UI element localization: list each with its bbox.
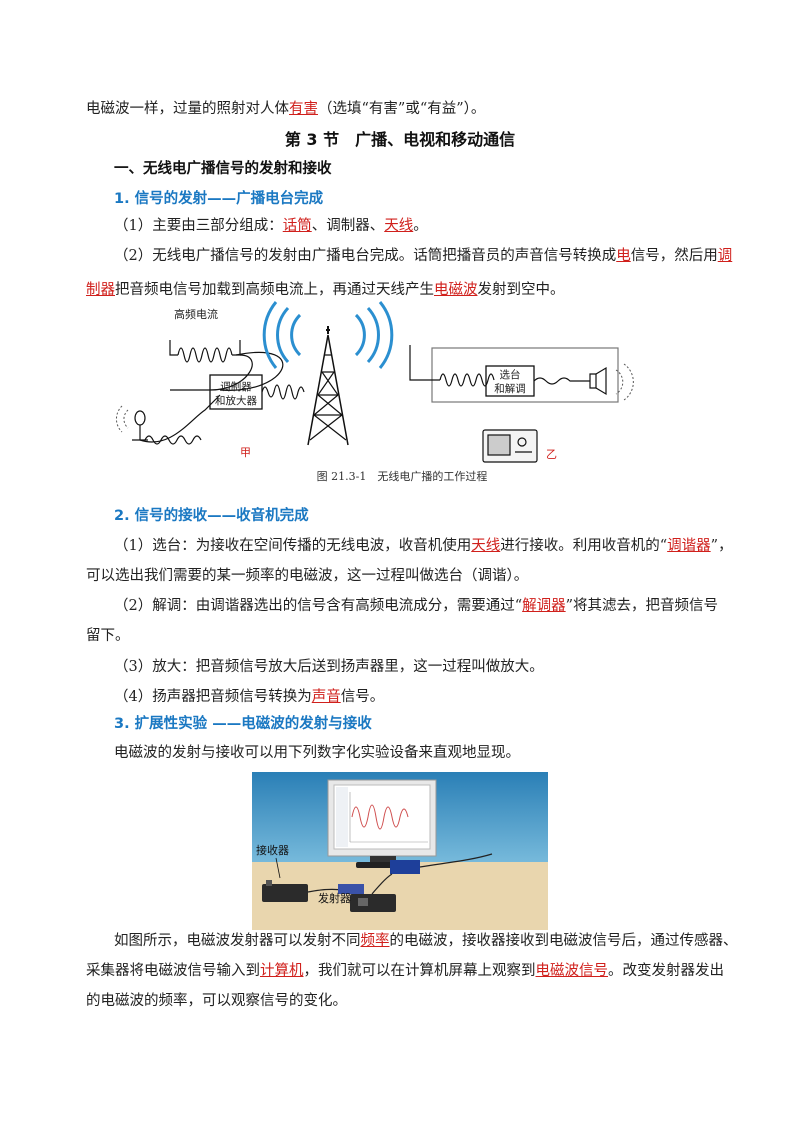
paragraph-amplify: （3）放大：把音频信号放大后送到扬声器里，这一过程叫做放大。: [114, 659, 544, 675]
label-selector-1: 选台: [500, 368, 521, 381]
label-modulator-2: 和放大器: [215, 394, 257, 407]
answer-blank: 计算机: [260, 963, 304, 979]
paragraph-demod-2: 留下。: [86, 628, 130, 644]
paragraph-observe-2: 采集器将电磁波信号输入到计算机，我们就可以在计算机屏幕上观察到电磁波信号。改变发…: [86, 963, 724, 979]
answer-blank: 调: [717, 248, 733, 264]
paragraph-components: （1）主要由三部分组成：话筒、调制器、天线。: [114, 218, 428, 234]
heading-receive: 2. 信号的接收——收音机完成: [114, 508, 309, 524]
section-title: 第 3 节 广播、电视和移动通信: [284, 130, 516, 149]
answer-blank: 调谐器: [667, 538, 711, 554]
paragraph-observe-1: 如图所示，电磁波发射器可以发射不同频率的电磁波，接收器接收到电磁波信号后，通过传…: [114, 933, 738, 949]
label-receiver: 接收器: [256, 843, 289, 857]
answer-blank: 电磁波信号: [535, 963, 609, 979]
paragraph-tuning-2: 可以选出我们需要的某一频率的电磁波，这一过程叫做选台（调谐）。: [86, 568, 529, 584]
label-selector-2: 和解调: [494, 382, 526, 395]
answer-blank: 天线: [471, 538, 501, 554]
answer-blank: 频率: [360, 933, 390, 949]
answer-blank: 声音: [311, 689, 341, 705]
answer-blank: 天线: [384, 218, 414, 234]
label-yi: 乙: [546, 448, 557, 461]
paragraph-speaker: （4）扬声器把音频信号转换为声音信号。: [114, 689, 385, 705]
answer-blank: 电: [616, 248, 631, 264]
answer-blank: 电磁波: [434, 282, 478, 298]
heading-broadcast: 一、无线电广播信号的发射和接收: [114, 161, 332, 177]
paragraph-transmit-1: （2）无线电广播信号的发射由广播电台完成。话筒把播音员的声音信号转换成电信号，然…: [114, 248, 733, 264]
heading-transmit: 1. 信号的发射——广播电台完成: [114, 191, 324, 207]
experiment-photo: 接收器 发射器: [252, 772, 548, 930]
heading-experiment: 3. 扩展性实验 ——电磁波的发射与接收: [114, 716, 372, 732]
answer-blank: 话筒: [282, 218, 312, 234]
label-high-frequency: 高频电流: [174, 307, 218, 321]
broadcast-diagram: 高频电流 调制器 和放大器 选台 和解调 甲 乙 图 21.3-1 无线电广播的…: [116, 301, 634, 483]
paragraph-intro: 电磁波一样，过量的照射对人体有害（选填“有害”或“有益”）。: [86, 101, 486, 117]
label-modulator-1: 调制器: [220, 380, 252, 393]
answer-blank: 制器: [86, 282, 115, 298]
figure-caption: 图 21.3-1 无线电广播的工作过程: [317, 469, 488, 483]
paragraph-demod-1: （2）解调：由调谐器选出的信号含有高频电流成分，需要通过“解调器”将其滤去，把音…: [114, 598, 719, 614]
label-transmitter: 发射器: [318, 891, 351, 905]
label-jia: 甲: [240, 446, 251, 459]
paragraph-tuning-1: （1）选台：为接收在空间传播的无线电波，收音机使用天线进行接收。利用收音机的“调…: [114, 538, 733, 554]
answer-blank: 有害: [289, 101, 318, 117]
paragraph-transmit-2: 制器把音频电信号加载到高频电流上，再通过天线产生电磁波发射到空中。: [86, 282, 565, 298]
paragraph-experiment: 电磁波的发射与接收可以用下列数字化实验设备来直观地显现。: [114, 745, 520, 761]
paragraph-observe-3: 的电磁波的频率，可以观察信号的变化。: [86, 993, 347, 1009]
answer-blank: 解调器: [522, 598, 566, 614]
